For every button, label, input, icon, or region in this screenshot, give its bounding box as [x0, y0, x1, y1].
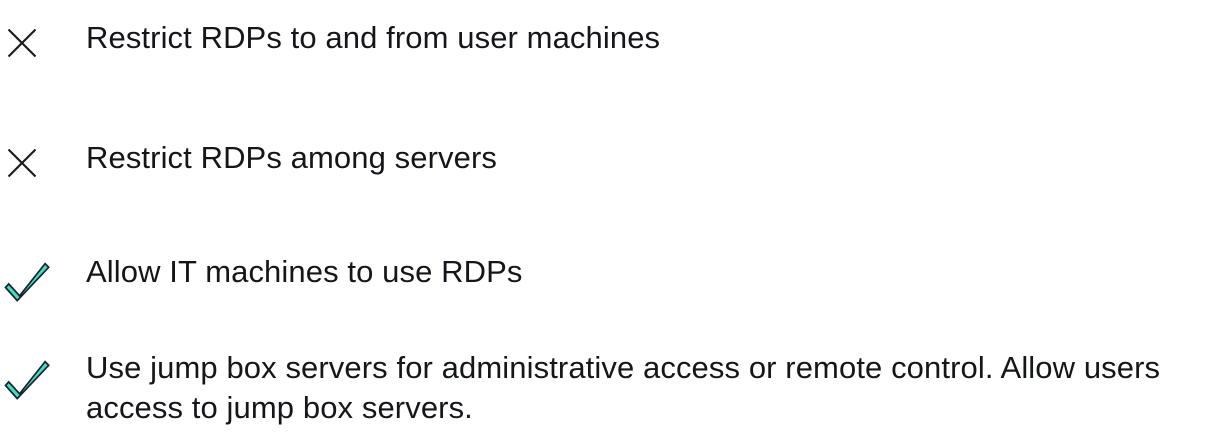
status-icon-cell [0, 348, 86, 404]
status-icon-cell [0, 138, 86, 178]
cross-icon [7, 28, 37, 58]
list-item: Restrict RDPs to and from user machines [0, 18, 660, 58]
check-icon [4, 360, 50, 400]
check-icon [4, 262, 50, 302]
list-item-label: Restrict RDPs to and from user machines [86, 20, 661, 55]
list-item: Allow IT machines to use RDPs [0, 252, 523, 306]
list-item-label: Allow IT machines to use RDPs [86, 254, 523, 289]
list-item: Use jump box servers for administrative … [0, 348, 1196, 428]
list-item: Restrict RDPs among servers [0, 138, 497, 178]
status-icon-cell [0, 252, 86, 306]
list-item-label: Restrict RDPs among servers [86, 140, 497, 175]
status-icon-cell [0, 18, 86, 58]
cross-icon [7, 148, 37, 178]
list-item-label: Use jump box servers for administrative … [86, 350, 1169, 425]
